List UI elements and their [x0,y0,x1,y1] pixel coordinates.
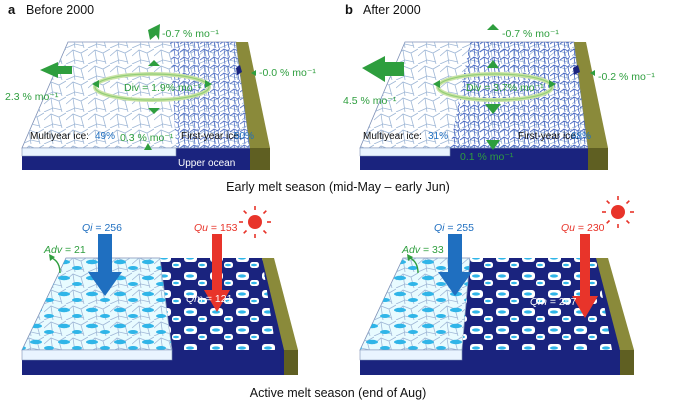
panel-b-firstyear: First-year ice: 68% [518,131,591,142]
panel-a-multiyear-label: Multiyear ice: [30,131,89,142]
panel-c-qm-label: Qm = 121 [186,293,233,305]
div-arrow-down-icon [485,104,501,114]
panel-b-multiyear: Multiyear ice: 31% [363,131,448,142]
panel-b-title: After 2000 [363,3,421,17]
upper-ocean-label: Upper ocean [178,158,235,169]
panel-b-flux-north: -0.7 % mo⁻¹ [502,28,559,40]
panel-d-qm-label: Qm = 257 [530,296,577,308]
panel-d-ice-block [359,257,634,375]
export-arrow-large [362,56,404,82]
panel-d-qu-arrow [572,234,598,318]
panel-b-label: b [345,2,353,17]
panel-a-div: Div = 1.9% mo⁻¹ [124,82,202,94]
east-arrow-icon [590,70,595,76]
panel-a-arrows [40,24,256,150]
panel-c-qu-arrow [204,234,230,312]
panel-d-qi-arrow [438,234,472,296]
panel-c-qi-arrow [88,234,122,296]
panel-a-flux-north: -0.7 % mo⁻¹ [162,28,219,40]
caption-early-melt: Early melt season (mid-May – early Jun) [226,180,450,194]
panel-a-flux-south: 0.3 % mo⁻¹ [120,132,174,144]
panel-b-firstyear-label: First-year ice: [518,131,579,142]
sun-icon [602,196,634,228]
panel-d-adv-arrow [407,254,419,274]
panel-b-div: Div = 3.7% mo⁻¹ [466,82,544,94]
panel-a-flux-east: -0.0 % mo⁻¹ [259,67,316,79]
panel-d-qu-label: Qu = 230 [561,222,605,234]
div-arrow-up-icon [487,60,499,68]
panel-a-flux-west: 2.3 % mo⁻¹ [5,91,59,103]
east-arrow-icon [251,70,256,76]
div-arrow-down-icon [148,108,160,114]
panel-b-multiyear-value: 31% [428,131,448,142]
panel-a-label: a [8,2,16,17]
export-arrow-large [40,62,72,78]
div-arrow-left-icon [433,80,440,88]
div-arrow-right-icon [549,80,556,88]
div-arrow-up-icon [148,60,160,66]
panel-a-firstyear-value: 50% [234,131,254,142]
panel-c-qi-label: Qi = 256 [82,222,122,234]
panel-a-title: Before 2000 [26,3,94,17]
panel-c-adv-label: Adv = 21 [43,244,86,256]
panel-b-firstyear-value: 68% [571,131,591,142]
panel-a-multiyear: Multiyear ice: 49% [30,131,115,142]
south-arrow-icon [486,140,500,150]
panel-d-qi-label: Qi = 255 [434,222,474,234]
north-arrow-icon [148,24,160,40]
div-arrow-right-icon [205,80,212,88]
panel-c-ice-block [21,257,298,375]
panel-a-firstyear: First-year ice: 50% [181,131,254,142]
panel-b-flux-west: 4.5 % mo⁻¹ [343,95,397,107]
panel-b-flux-south: 0.1 % mo⁻¹ [460,151,514,163]
panel-d-adv-label: Adv = 33 [401,244,444,256]
sun-icon [239,206,271,238]
panel-a-ice-block [21,41,270,170]
panel-b-multiyear-label: Multiyear ice: [363,131,422,142]
panel-c-qu-label: Qu = 153 [194,222,238,234]
div-arrow-left-icon [92,80,99,88]
north-arrow-icon [487,24,499,30]
panel-c-adv-arrow [49,254,61,274]
south-arrow-icon [144,143,152,150]
panel-b-arrows [362,24,595,150]
caption-active-melt: Active melt season (end of Aug) [250,386,426,400]
panel-b-flux-east: -0.2 % mo⁻¹ [598,71,655,83]
panel-b-ice-block [359,41,608,170]
panel-a-firstyear-label: First-year ice: [181,131,242,142]
panel-a-multiyear-value: 49% [95,131,115,142]
